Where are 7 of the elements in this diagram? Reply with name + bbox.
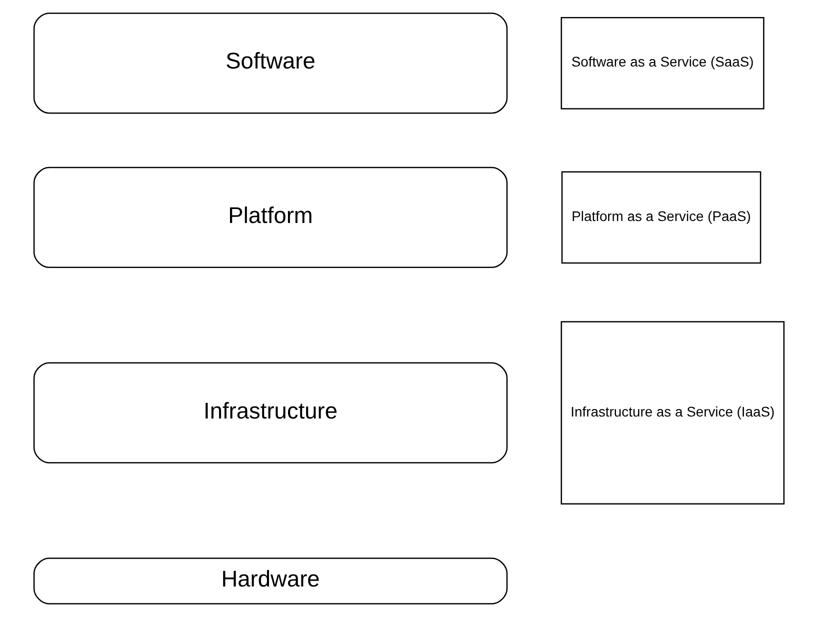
node-box: Infrastructure as a Service (IaaS) <box>560 321 784 504</box>
node-box: Platform <box>32 166 508 268</box>
node-box: Platform as a Service (PaaS) <box>560 171 761 264</box>
node-box: Hardware <box>32 558 508 604</box>
node-box: Infrastructure <box>32 362 508 464</box>
node-box: Software as a Service (SaaS) <box>560 17 764 110</box>
node-box: Software <box>32 12 508 114</box>
